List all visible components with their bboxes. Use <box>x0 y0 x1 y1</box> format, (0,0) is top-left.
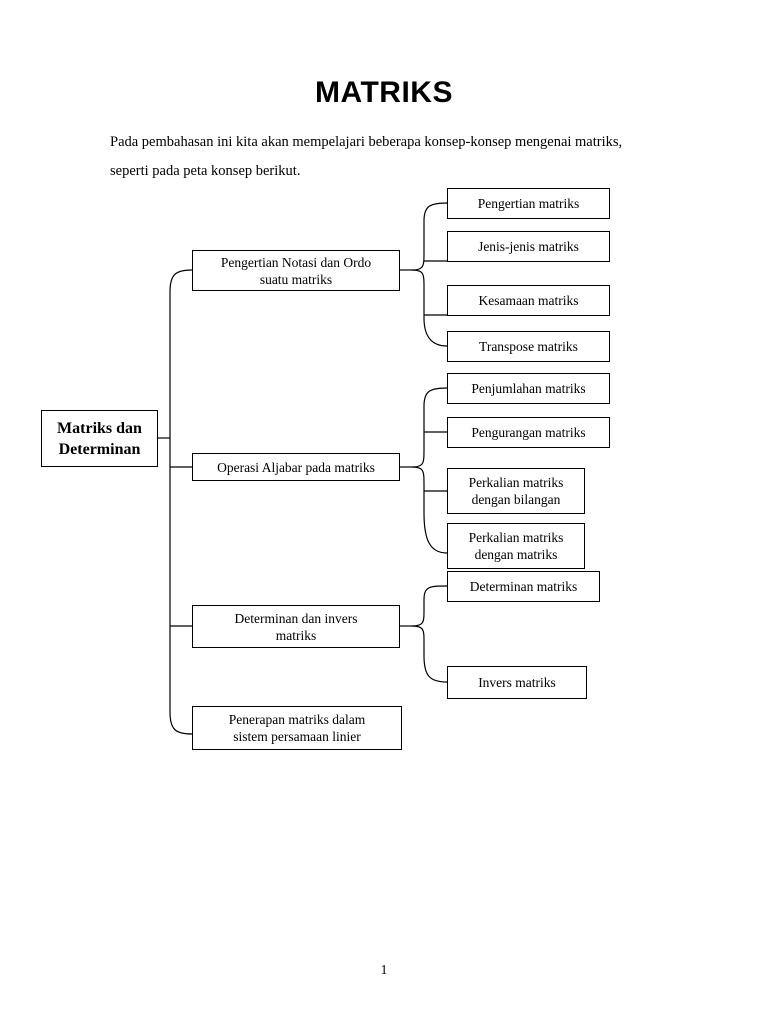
node-branch-determinan-invers[interactable]: Determinan dan invers matriks <box>192 605 400 648</box>
node-leaf-label-line-2: dengan matriks <box>474 547 558 562</box>
node-branch-operasi-aljabar[interactable]: Operasi Aljabar pada matriks <box>192 453 400 481</box>
node-root-label-line-1: Matriks dan <box>57 419 142 437</box>
node-transpose-matriks[interactable]: Transpose matriks <box>447 331 610 362</box>
connector-main-to-branch-1 <box>169 269 193 293</box>
node-perkalian-matriks-dengan-bilangan[interactable]: Perkalian matriks dengan bilangan <box>447 468 585 514</box>
node-leaf-label: Kesamaan matriks <box>478 293 579 308</box>
connector-branch-2-to-child-1 <box>423 387 448 407</box>
node-branch-penerapan-matriks[interactable]: Penerapan matriks dalam sistem persamaan… <box>192 706 402 750</box>
node-invers-matriks[interactable]: Invers matriks <box>447 666 587 699</box>
node-leaf-label-line-1: Perkalian matriks <box>468 530 564 545</box>
connector-branch-2-brace-lower <box>411 466 425 513</box>
connector-branch-3-brace-lower <box>411 625 425 656</box>
node-branch-pengertian-notasi-ordo[interactable]: Pengertian Notasi dan Ordo suatu matriks <box>192 250 400 291</box>
node-leaf-label: Invers matriks <box>478 675 556 690</box>
connector-branch-2-brace-upper <box>411 406 425 468</box>
node-kesamaan-matriks[interactable]: Kesamaan matriks <box>447 285 610 316</box>
node-leaf-label-line-1: Perkalian matriks <box>468 475 564 490</box>
node-penjumlahan-matriks[interactable]: Penjumlahan matriks <box>447 373 610 404</box>
connector-lines <box>158 202 448 735</box>
intro-paragraph: Pada pembahasan ini kita akan mempelajar… <box>110 128 662 186</box>
node-leaf-label: Penjumlahan matriks <box>471 381 586 396</box>
connector-branch-3-to-child-2 <box>423 655 448 683</box>
node-leaf-label-line-2: dengan bilangan <box>471 492 561 507</box>
node-branch-1-label-line-1: Pengertian Notasi dan Ordo <box>220 254 372 270</box>
node-branch-3-label-line-1: Determinan dan invers <box>234 610 358 626</box>
node-leaf-label: Determinan matriks <box>469 579 578 594</box>
connector-branch-2-to-child-4 <box>423 512 448 554</box>
node-pengertian-matriks[interactable]: Pengertian matriks <box>447 188 610 219</box>
node-branch-3-label-line-2: matriks <box>275 627 317 643</box>
node-leaf-label: Transpose matriks <box>479 339 578 354</box>
node-perkalian-matriks-dengan-matriks[interactable]: Perkalian matriks dengan matriks <box>447 523 585 569</box>
page-title: MATRIKS <box>315 76 453 109</box>
node-branch-4-label-line-2: sistem persamaan linier <box>233 729 361 744</box>
node-leaf-label: Pengertian matriks <box>477 196 580 211</box>
node-branch-4-label-line-1: Penerapan matriks dalam <box>228 712 366 727</box>
connector-branch-1-to-child-4 <box>423 317 448 347</box>
concept-map-diagram: Matriks dan Determinan Pengertian Notasi… <box>41 188 610 750</box>
intro-line-2: seperti pada peta konsep berikut. <box>110 163 301 179</box>
connector-branch-3-brace-upper <box>411 600 425 627</box>
node-pengurangan-matriks[interactable]: Pengurangan matriks <box>447 417 610 448</box>
node-jenis-jenis-matriks[interactable]: Jenis-jenis matriks <box>447 231 610 262</box>
node-branch-1-label-line-2: suatu matriks <box>259 271 333 287</box>
connector-branch-1-to-child-1 <box>423 202 448 222</box>
connector-branch-1-brace-upper <box>411 221 425 271</box>
node-branch-2-label: Operasi Aljabar pada matriks <box>217 459 375 475</box>
page-number: 1 <box>380 962 388 977</box>
connector-branch-1-brace-lower <box>411 269 425 318</box>
connector-main-to-branch-4 <box>169 711 193 735</box>
node-leaf-label: Pengurangan matriks <box>471 425 586 440</box>
node-leaf-label: Jenis-jenis matriks <box>478 239 579 254</box>
connector-branch-3-to-child-1 <box>423 585 448 601</box>
node-determinan-matriks[interactable]: Determinan matriks <box>447 571 600 602</box>
intro-line-1: Pada pembahasan ini kita akan mempelajar… <box>110 134 623 150</box>
node-root-label-line-2: Determinan <box>58 440 141 458</box>
node-root[interactable]: Matriks dan Determinan <box>41 410 158 467</box>
